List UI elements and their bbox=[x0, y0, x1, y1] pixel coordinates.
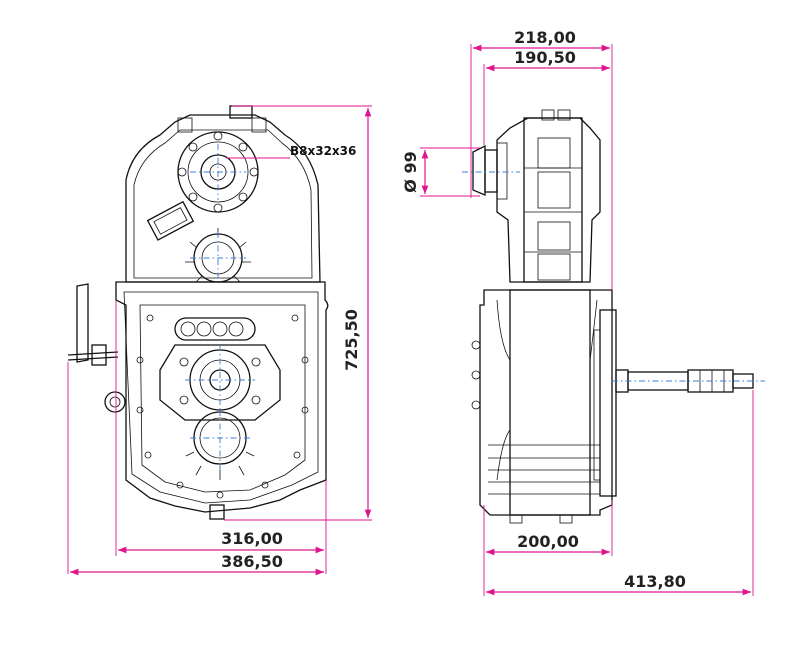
inner-width-dimension: 316,00 bbox=[221, 529, 283, 548]
input-flange bbox=[462, 142, 520, 200]
shift-lever bbox=[67, 283, 126, 413]
drain-plug bbox=[209, 504, 225, 520]
upper-section-outline bbox=[496, 117, 601, 283]
top-bolt-flange bbox=[177, 131, 259, 213]
middle-gear bbox=[185, 228, 251, 284]
side-view bbox=[462, 109, 765, 524]
output-shaft bbox=[612, 369, 765, 393]
output-flange-plate bbox=[599, 309, 617, 497]
side-dimensions: 218,00 190,50 Ø 99 200,00 413,80 bbox=[401, 28, 754, 596]
lower-gear bbox=[185, 410, 255, 480]
top-inner-dimension: 190,50 bbox=[514, 48, 576, 67]
top-lug bbox=[229, 105, 253, 119]
top-outer-dimension: 218,00 bbox=[514, 28, 576, 47]
inspection-plate bbox=[146, 200, 195, 241]
bottom-outer-dimension: 413,80 bbox=[624, 572, 686, 591]
bottom-inner-dimension: 200,00 bbox=[517, 532, 579, 551]
flange-diameter-dimension: Ø 99 bbox=[401, 151, 420, 192]
main-bearing bbox=[159, 344, 281, 421]
front-dimensions: B8x32x36 725,50 316,00 386,50 bbox=[67, 105, 372, 576]
height-dimension: 725,50 bbox=[342, 309, 361, 371]
outer-width-dimension: 386,50 bbox=[221, 552, 283, 571]
spline-callout: B8x32x36 bbox=[290, 144, 356, 158]
upper-port-row bbox=[174, 317, 256, 341]
front-view bbox=[67, 105, 329, 520]
lower-section-outline bbox=[479, 289, 613, 516]
flange-bolts bbox=[136, 314, 309, 499]
lower-housing-outline bbox=[115, 281, 329, 513]
upper-housing-outline bbox=[125, 114, 321, 283]
